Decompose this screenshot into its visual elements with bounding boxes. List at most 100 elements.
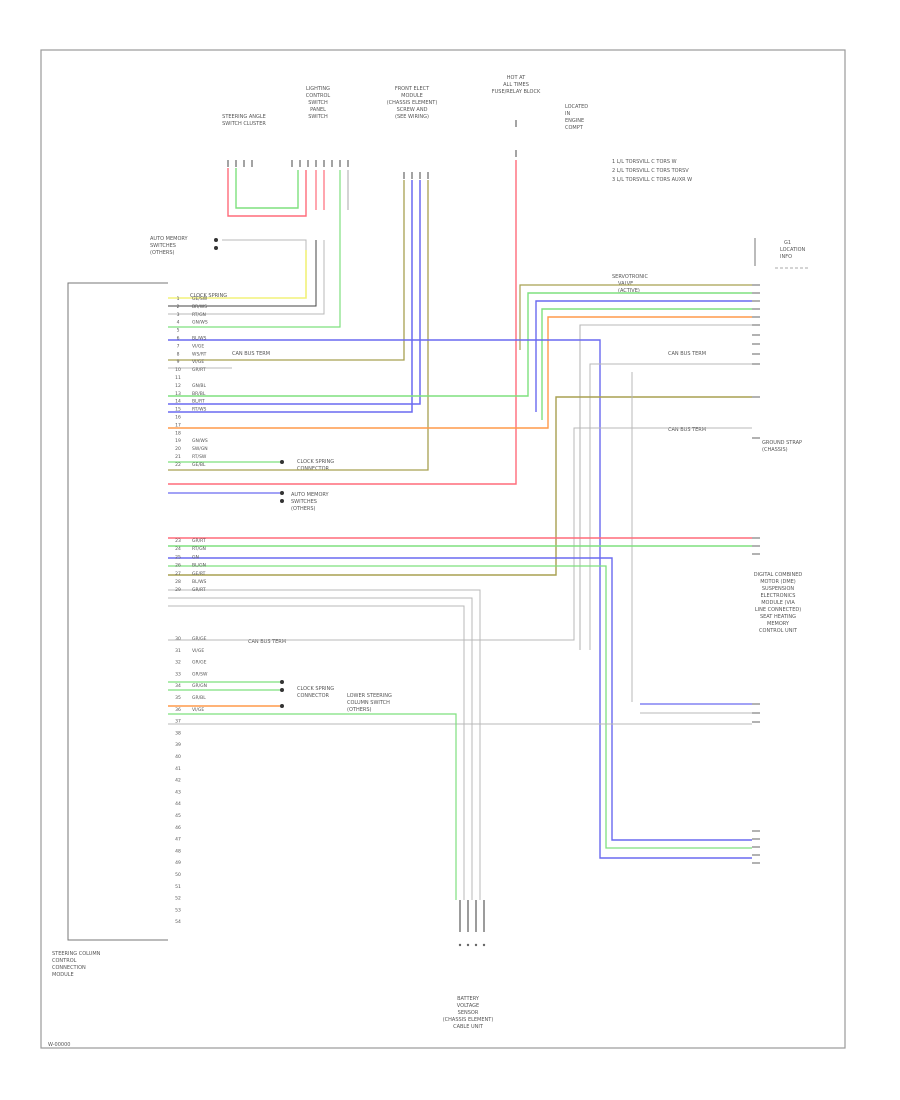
module-pin-number: 18 — [175, 430, 181, 436]
module-pin-number: 28 — [175, 579, 181, 585]
wire-r-gray — [579, 324, 752, 650]
module-pin-number: 49 — [175, 860, 181, 866]
wire-code-label: GN/WS — [192, 438, 208, 444]
wire-fuse-olive — [168, 180, 405, 361]
module-pin-number: 8 — [177, 351, 180, 357]
svg-text:CLOCK SPRING: CLOCK SPRING — [190, 293, 227, 299]
module-pin-number: 47 — [175, 837, 181, 843]
svg-text:INFO: INFO — [780, 254, 792, 260]
wire-fuse-dark — [168, 180, 429, 471]
module-pin-number: 37 — [175, 719, 181, 725]
right-label-sensor: SERVOTRONIC VALVE (ACTIVE) — [612, 274, 648, 294]
wire-code-label: GR/RT — [192, 587, 206, 593]
svg-text:SEAT HEATING: SEAT HEATING — [760, 614, 796, 620]
svg-text:SWITCH CLUSTER: SWITCH CLUSTER — [222, 121, 266, 127]
svg-text:(SEE WIRING): (SEE WIRING) — [395, 114, 429, 120]
wire-code-label: GR/GE — [192, 636, 207, 642]
splice-dot — [280, 688, 284, 692]
module-pin-number: 40 — [175, 754, 181, 760]
module-pin-number: 39 — [175, 742, 181, 748]
svg-text:AUTO MEMORY: AUTO MEMORY — [291, 492, 330, 498]
auto-memory-label: AUTO MEMORY SWITCHES (OTHERS) — [150, 236, 189, 256]
splice-dot — [214, 238, 218, 242]
wire-code-label: GN — [192, 554, 199, 560]
svg-text:COMPT: COMPT — [565, 125, 584, 131]
module-pin-number: 53 — [175, 907, 181, 913]
wire-r-gray3 — [168, 427, 752, 641]
svg-text:CONNECTOR: CONNECTOR — [297, 466, 330, 472]
wire-code-layer: GE/SWBR/WSRT/GNGN/WSBL/WSVI/GEWS/RTVI/GE… — [192, 296, 208, 713]
module-pin-number: 14 — [175, 399, 181, 405]
wire-code-label: GN/BL — [192, 383, 206, 389]
wire-code-label: GE/SW — [192, 296, 208, 302]
wire-code-label: GR/BL — [192, 695, 206, 701]
module-pin-number: 4 — [177, 320, 180, 326]
module-pin-number: 52 — [175, 896, 181, 902]
svg-text:DIGITAL COMBINED: DIGITAL COMBINED — [754, 572, 803, 578]
svg-text:FRONT ELECT: FRONT ELECT — [395, 86, 430, 92]
svg-text:MEMORY: MEMORY — [767, 621, 790, 627]
wire-code-label: RT/SW — [192, 454, 207, 460]
svg-text:FUSE/RELAY BLOCK: FUSE/RELAY BLOCK — [492, 89, 541, 95]
svg-text:SENSOR: SENSOR — [458, 1010, 479, 1016]
module-pin-number: 32 — [175, 660, 181, 666]
wire-code-label: BR/WS — [192, 304, 207, 310]
svg-text:SWITCHES: SWITCHES — [150, 243, 176, 249]
wire-can-blue — [168, 557, 752, 841]
svg-text:(CHASSIS ELEMENT): (CHASSIS ELEMENT) — [387, 100, 438, 106]
module-pin-number: 19 — [175, 438, 181, 444]
module-pin-number: 11 — [175, 375, 181, 381]
wire-r-olive2 — [168, 396, 752, 576]
pin-number-layer: 1234567891011121314151617181920212223242… — [175, 296, 181, 925]
module-pin-number: 10 — [175, 367, 181, 373]
module-pin-number: 3 — [177, 312, 180, 318]
module-pin-number: 38 — [175, 730, 181, 736]
wire-code-label: SW/GN — [192, 446, 208, 452]
wire-fuse-blue — [168, 180, 413, 413]
wire-can-gray — [168, 589, 481, 900]
module-pin-number: 44 — [175, 801, 181, 807]
svg-text:VALVE: VALVE — [618, 281, 633, 287]
svg-text:MODULE: MODULE — [401, 93, 423, 99]
module-box — [67, 282, 168, 941]
svg-text:(OTHERS): (OTHERS) — [291, 506, 316, 512]
svg-text:(OTHERS): (OTHERS) — [347, 707, 372, 713]
wire-code-label: VI/GE — [192, 359, 204, 365]
wire-code-label: GR/SW — [192, 671, 208, 677]
svg-text:(CHASSIS): (CHASSIS) — [762, 447, 788, 453]
wire-code-label: BL/RT — [192, 399, 205, 405]
svg-text:SCREW AND: SCREW AND — [397, 107, 428, 113]
svg-text:CABLE UNIT: CABLE UNIT — [453, 1024, 484, 1030]
diagram-frame — [40, 49, 846, 1049]
module-pin-number: 2 — [177, 304, 180, 310]
connector-pin — [474, 943, 478, 947]
wire-code-label: GR/GN — [192, 683, 207, 689]
module-pin-number: 45 — [175, 813, 181, 819]
svg-text:GROUND STRAP: GROUND STRAP — [762, 440, 802, 446]
module-pin-number: 31 — [175, 648, 181, 654]
module-pin-number: 12 — [175, 383, 181, 389]
wire-layer — [168, 160, 752, 900]
splice-dot — [280, 491, 284, 495]
wire-r-green — [168, 292, 752, 397]
notes: 1 L/L TORSVILL C TORS W 2 L/L TORSVILL C… — [612, 159, 692, 183]
module-pin-number: 35 — [175, 695, 181, 701]
module-pin-number: 50 — [175, 872, 181, 878]
connector-pin — [482, 943, 486, 947]
module-pin-number: 46 — [175, 825, 181, 831]
wire-code-label: VI/GE — [192, 343, 204, 349]
svg-text:1 L/L TORSVILL C TORS W: 1 L/L TORSVILL C TORS W — [612, 159, 677, 165]
wire-code-label: BR/BL — [192, 391, 206, 397]
svg-text:LOWER STEERING: LOWER STEERING — [347, 693, 392, 699]
module-pin-number: 24 — [175, 546, 181, 552]
connector-pin — [458, 943, 462, 947]
wire-code-label: BL/WS — [192, 579, 207, 585]
wire-can-green2 — [168, 565, 752, 849]
svg-text:ALL TIMES: ALL TIMES — [503, 82, 529, 88]
svg-text:LOCATION: LOCATION — [780, 247, 806, 253]
wire-power-red — [168, 160, 517, 485]
module-label-4: MODULE — [52, 972, 74, 978]
module-pin-number: 51 — [175, 884, 181, 890]
svg-text:CAN BUS TERM: CAN BUS TERM — [232, 351, 270, 357]
module-pin-number: 20 — [175, 446, 181, 452]
